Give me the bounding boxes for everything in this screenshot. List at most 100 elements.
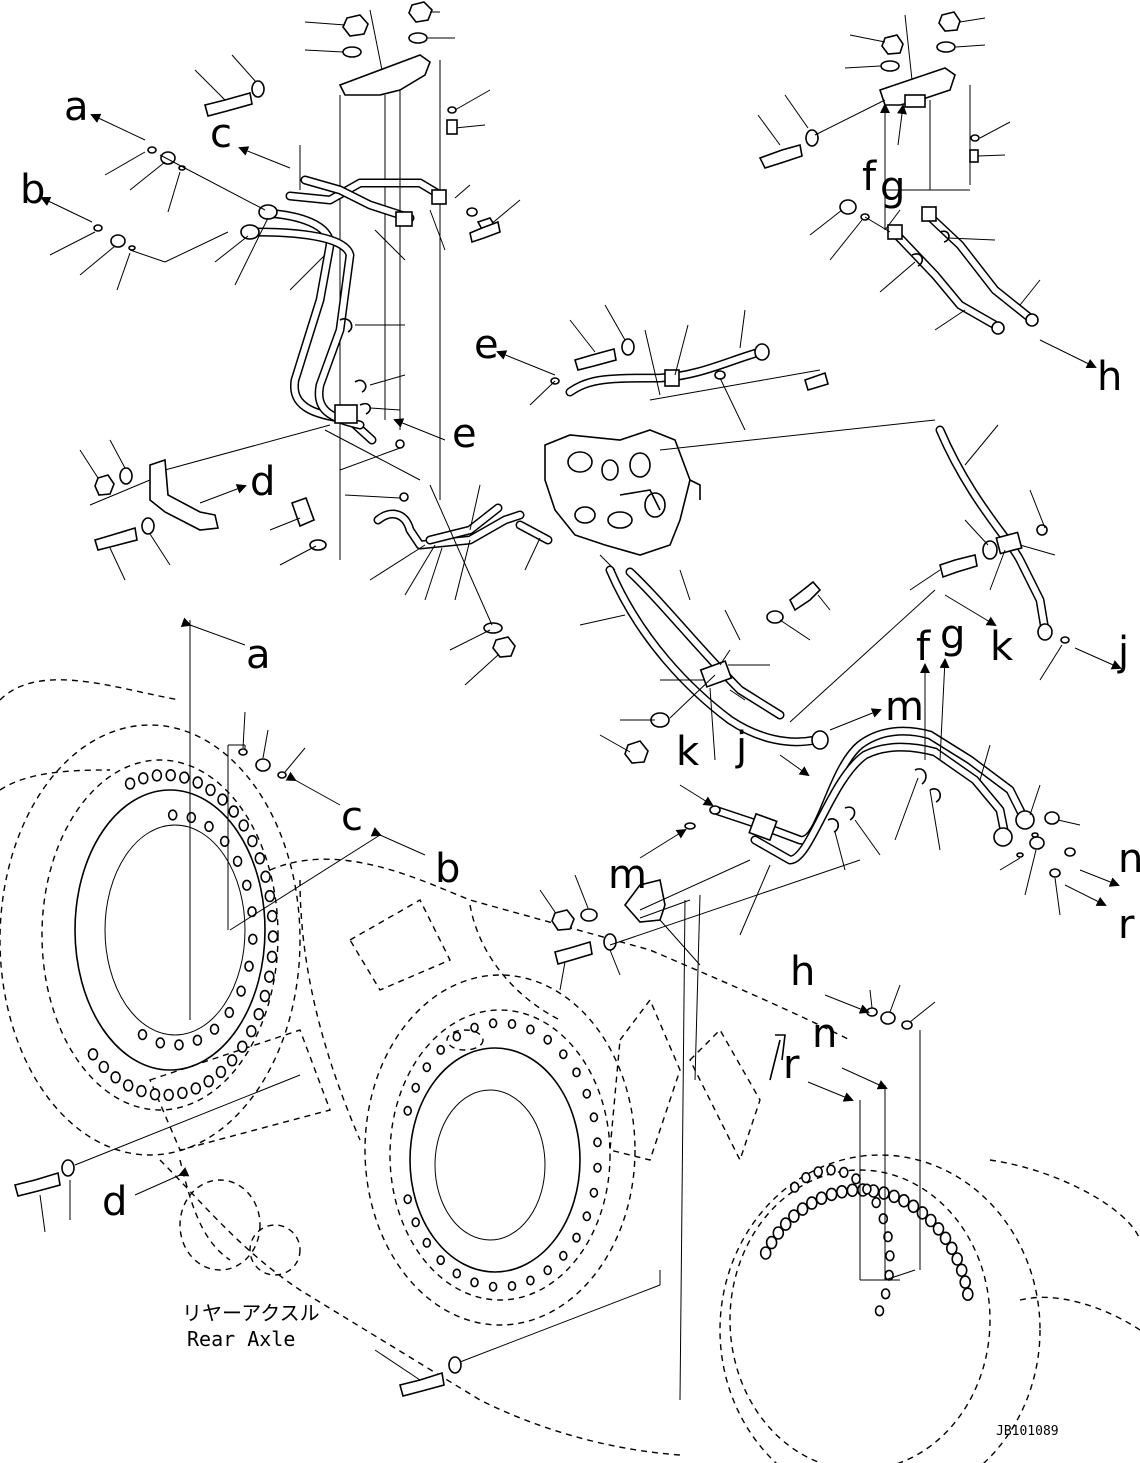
bracket-d-assembly [79, 424, 331, 581]
hub-bolt [796, 1202, 809, 1216]
label-m-pipe: m [608, 852, 647, 898]
hub-bolt [779, 1217, 792, 1231]
hub-bolt [593, 1137, 602, 1148]
hub-bolt [174, 1039, 184, 1051]
label-a-top: a [64, 84, 89, 130]
hub-bolt [247, 906, 257, 918]
caption: リヤーアクスル Rear Axle [182, 1301, 320, 1351]
hub-bolt [253, 1007, 265, 1021]
leader-lines-upper-left [49, 9, 521, 411]
hub-bolt [788, 1209, 800, 1223]
hub-bolt [244, 960, 254, 972]
hub-bolt [836, 1185, 848, 1199]
hub-bolt [436, 1255, 446, 1266]
hub-bolt [259, 989, 271, 1003]
hub-bolt [452, 1031, 462, 1042]
hub-bolt [880, 1288, 891, 1300]
caption-japanese: リヤーアクスル [182, 1301, 320, 1325]
hub-bolt [945, 1241, 958, 1256]
hub-bolt [204, 820, 214, 833]
hub-bolt [124, 777, 136, 790]
hub-bolt [205, 783, 216, 797]
drawing-code: JB101089 [996, 1424, 1059, 1439]
hub-bolt [155, 1037, 166, 1049]
hub-bolt [543, 1265, 553, 1276]
hub-bolt [219, 835, 230, 848]
hub-bolt [203, 1075, 214, 1088]
hub-bolt [907, 1199, 920, 1214]
hub-bolt [186, 811, 197, 824]
hub-bolts-right [759, 1164, 974, 1317]
hub-bolt [772, 1226, 785, 1240]
hub-bolt [403, 1105, 413, 1116]
hub-bolt [589, 1112, 599, 1123]
hub-bolt [558, 1049, 568, 1060]
hose-assembly [579, 554, 936, 764]
hub-bolt [885, 1250, 895, 1262]
hub-bolt [422, 1062, 432, 1073]
label-c-axle: c [341, 794, 363, 840]
upper-right-pipe-assembly [757, 11, 1041, 335]
hub-bolt [177, 1086, 188, 1100]
label-r-axle: r [783, 1042, 800, 1088]
hub-bolt [266, 909, 278, 923]
hub-bolt [179, 771, 190, 784]
control-valve-assembly [269, 304, 829, 686]
hub-bolt [151, 769, 163, 782]
label-b-top: b [20, 167, 45, 213]
hub-bolt [248, 933, 258, 945]
hub-bolt [246, 1024, 257, 1038]
hub-bolt [242, 879, 252, 891]
hub-bolt [138, 772, 149, 785]
hub-bolt [122, 1079, 134, 1092]
hub-bolt [436, 1044, 446, 1055]
hub-bolt [149, 1088, 161, 1101]
hub-bolt [167, 809, 178, 821]
axle-fasteners [14, 711, 661, 1397]
lower-right-pipe-assembly [539, 726, 1081, 1401]
hub-bolt [838, 1166, 849, 1178]
hub-bolt [558, 1250, 568, 1261]
label-r-pipe: r [1118, 902, 1135, 948]
mounting-plate [338, 54, 431, 96]
label-f-upper: f [862, 154, 877, 200]
hub-bolt [582, 1211, 592, 1222]
hub-bolt [878, 1213, 889, 1225]
hub-bolt [939, 1231, 952, 1246]
hub-bolt [488, 1018, 498, 1029]
label-m-hose: m [885, 684, 924, 730]
hub-bolt [263, 970, 275, 983]
hub-bolt [411, 1082, 421, 1093]
hub-bolt [165, 768, 176, 782]
hub-bolt [226, 1054, 238, 1067]
hub-bolt [874, 1305, 885, 1317]
hub-bolt [862, 1183, 872, 1195]
axle-body [149, 858, 851, 1456]
hub-bolt [759, 1246, 772, 1260]
hub-bolt [260, 870, 271, 883]
hub-bolt [883, 1231, 893, 1243]
caption-english: Rear Axle [187, 1327, 295, 1351]
hub-bolt [254, 852, 266, 865]
hub-bolt [589, 1187, 599, 1198]
hub-bolt [215, 1065, 227, 1079]
hub-bolt [422, 1237, 432, 1248]
label-j-hose: j [1117, 629, 1129, 675]
hub-bolt [192, 1034, 203, 1046]
hub-bolt [470, 1277, 479, 1288]
hub-bolt [488, 1281, 498, 1292]
hub-bolt [192, 776, 203, 789]
hub-bolt [951, 1252, 964, 1266]
label-h-lower: h [790, 949, 815, 995]
hub-bolt [871, 1196, 882, 1209]
hub-bolt [236, 985, 246, 997]
hub-bolt [526, 1275, 535, 1286]
left-wheel-hub [0, 679, 301, 1156]
label-d-bracket: d [250, 459, 275, 505]
hub-bolt [411, 1217, 421, 1228]
hub-bolt [851, 1173, 861, 1185]
hub-bolt [805, 1196, 818, 1210]
hub-bolt [825, 1187, 838, 1202]
label-e-clamp: e [452, 411, 477, 457]
